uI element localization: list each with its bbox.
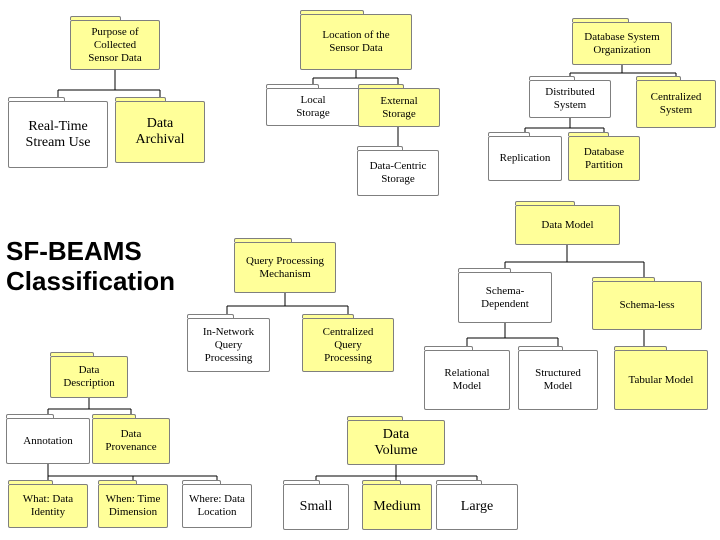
node-in-network-query-processing: In-Network Query Processing <box>187 314 270 372</box>
node-annotation: Annotation <box>6 414 90 464</box>
node-what-data-identity: What: Data Identity <box>8 480 88 528</box>
node-location: Location of the Sensor Data <box>300 10 412 70</box>
node-data-centric-storage: Data-Centric Storage <box>357 146 439 196</box>
diagram-title: SF-BEAMS Classification <box>6 236 176 296</box>
node-local-storage: Local Storage <box>266 84 360 126</box>
node-where-data-location: Where: Data Location <box>182 480 252 528</box>
node-db-system-organization: Database System Organization <box>572 18 672 65</box>
node-tabular-model: Tabular Model <box>614 346 708 410</box>
node-schema-less: Schema-less <box>592 277 702 330</box>
node-realtime-stream-use: Real-Time Stream Use <box>8 97 108 168</box>
node-query-processing-mechanism: Query Processing Mechanism <box>234 238 336 293</box>
node-relational-model: Relational Model <box>424 346 510 410</box>
node-data-description: Data Description <box>50 352 128 398</box>
node-replication: Replication <box>488 132 562 181</box>
node-centralized-query-processing: Centralized Query Processing <box>302 314 394 372</box>
node-data-volume: Data Volume <box>347 416 445 465</box>
node-volume-large: Large <box>436 480 518 530</box>
node-centralized-system: Centralized System <box>636 76 716 128</box>
node-structured-model: Structured Model <box>518 346 598 410</box>
node-purpose: Purpose of Collected Sensor Data <box>70 16 160 70</box>
node-volume-medium: Medium <box>362 480 432 530</box>
node-volume-small: Small <box>283 480 349 530</box>
node-data-model: Data Model <box>515 201 620 245</box>
node-data-archival: Data Archival <box>115 97 205 163</box>
node-when-time-dimension: When: Time Dimension <box>98 480 168 528</box>
node-data-provenance: Data Provenance <box>92 414 170 464</box>
node-external-storage: External Storage <box>358 84 440 127</box>
node-schema-dependent: Schema- Dependent <box>458 268 552 323</box>
node-database-partition: Database Partition <box>568 132 640 181</box>
node-distributed-system: Distributed System <box>529 76 611 118</box>
